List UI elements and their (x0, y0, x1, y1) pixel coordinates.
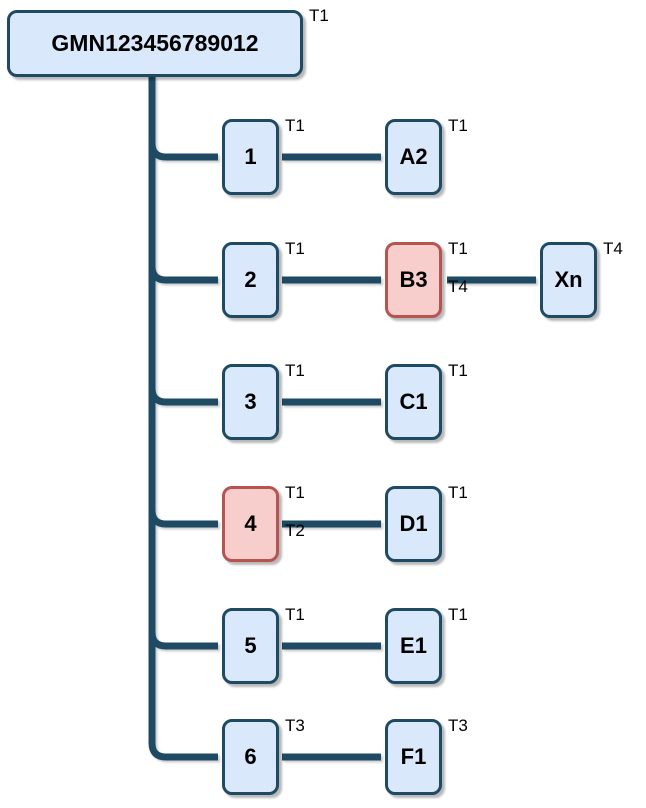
node-root-label: GMN123456789012 (51, 30, 259, 56)
tag-label: T1 (285, 239, 305, 258)
node-root[interactable]: GMN123456789012 (7, 10, 303, 77)
arrow-root-to-1 (148, 142, 218, 161)
node-a2[interactable]: A2 (385, 119, 442, 195)
node-a2-label: A2 (399, 144, 428, 169)
tag-label: T2 (285, 521, 305, 540)
tag-label: T1 (285, 483, 305, 502)
node-4[interactable]: 4 (222, 486, 279, 562)
tag-label: T1 (448, 361, 468, 380)
node-f1[interactable]: F1 (385, 719, 442, 795)
tag-label: T1 (448, 239, 468, 258)
node-1[interactable]: 1 (222, 119, 279, 195)
node-b3-label: B3 (399, 267, 428, 292)
node-f1-label: F1 (400, 744, 427, 769)
tag-label: T1 (285, 361, 305, 380)
tag-label: T1 (448, 605, 468, 624)
node-c1-label: C1 (399, 389, 428, 414)
node-e1[interactable]: E1 (385, 608, 442, 684)
arrow-root-to-4 (148, 509, 218, 528)
tag-label: T1 (285, 605, 305, 624)
tag-label: T3 (285, 716, 305, 735)
node-6-label: 6 (244, 744, 257, 769)
node-1-label: 1 (244, 144, 257, 169)
node-6[interactable]: 6 (222, 719, 279, 795)
node-d1[interactable]: D1 (385, 486, 442, 562)
node-xn-label: Xn (554, 267, 583, 292)
tag-label: T1 (309, 6, 329, 25)
node-b3[interactable]: B3 (385, 242, 442, 318)
node-5[interactable]: 5 (222, 608, 279, 684)
arrow-root-to-2 (148, 265, 218, 284)
node-xn[interactable]: Xn (540, 242, 597, 318)
arrow-root-to-6 (148, 742, 218, 761)
tag-label: T3 (448, 716, 468, 735)
node-3[interactable]: 3 (222, 364, 279, 440)
node-d1-label: D1 (399, 511, 428, 536)
node-c1[interactable]: C1 (385, 364, 442, 440)
arrow-root-to-5 (148, 631, 218, 650)
arrow-root-to-3 (148, 387, 218, 406)
tag-label: T1 (448, 483, 468, 502)
node-4-label: 4 (244, 511, 257, 536)
node-e1-label: E1 (400, 633, 427, 658)
node-2-label: 2 (244, 267, 257, 292)
tag-label: T1 (285, 116, 305, 135)
tag-label: T1 (448, 116, 468, 135)
node-5-label: 5 (244, 633, 257, 658)
tag-label: T4 (603, 239, 623, 258)
node-3-label: 3 (244, 389, 257, 414)
node-2[interactable]: 2 (222, 242, 279, 318)
tag-label: T4 (448, 277, 468, 296)
